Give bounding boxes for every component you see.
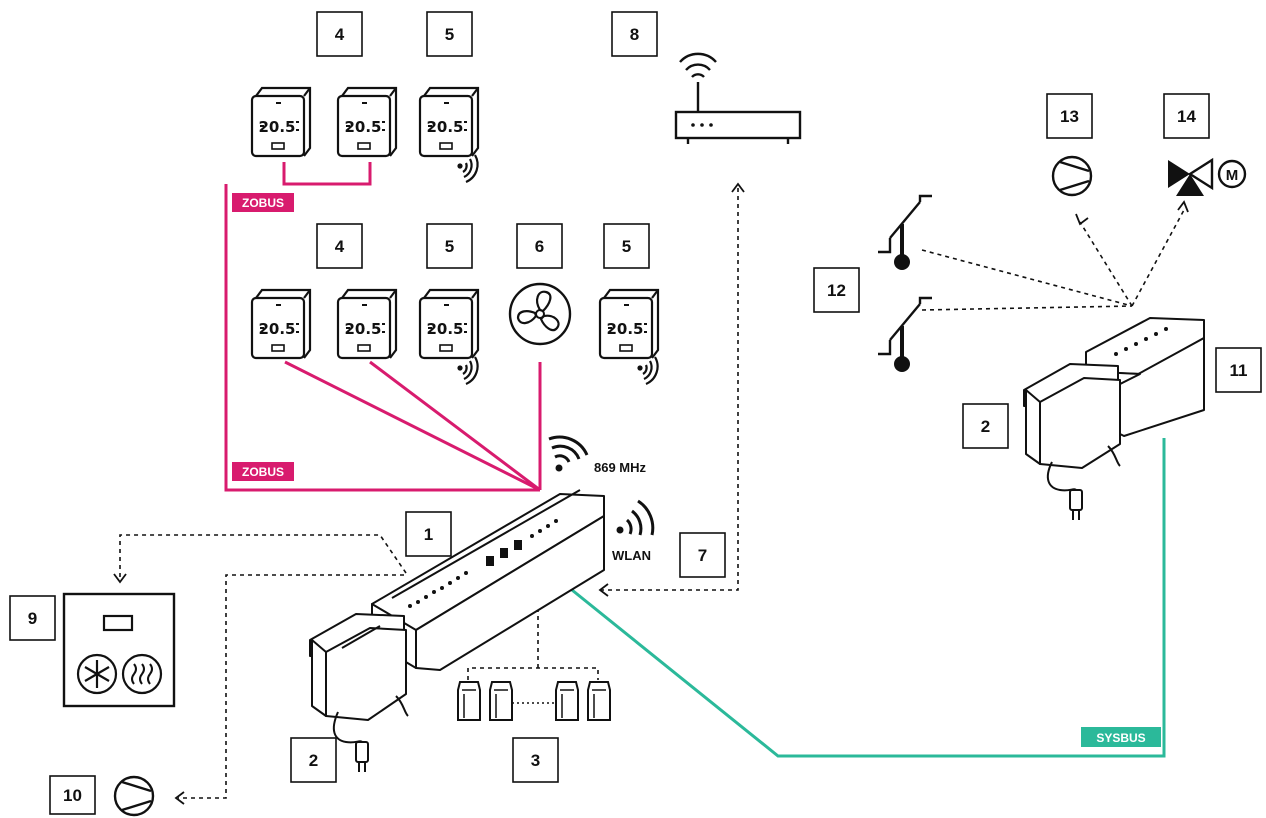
frequency-label: 869 MHz	[594, 460, 647, 475]
radio-waves-icon	[456, 355, 479, 386]
thermostat-wired-3: 20.5	[250, 288, 312, 360]
label-5-right: 5	[603, 223, 650, 269]
svg-text:20.5: 20.5	[426, 320, 463, 338]
thermostat-wireless-1: 20.5	[418, 86, 480, 184]
svg-text:14: 14	[1177, 107, 1196, 126]
svg-text:20.5: 20.5	[426, 118, 463, 136]
actuator-icon-1	[457, 681, 481, 721]
svg-text:5: 5	[445, 25, 454, 44]
temperature-sensor-icon-1	[876, 194, 934, 272]
svg-text:8: 8	[630, 25, 639, 44]
svg-text:2: 2	[309, 751, 318, 770]
label-4-top: 4	[316, 11, 363, 57]
number-labels: 4 5 8 4 5 6 5 1 7 9 2 3 10 13 14 12 11 2	[9, 11, 1262, 815]
arrowheads	[113, 182, 1189, 805]
label-10: 10	[49, 775, 96, 815]
thermostat-wired-4: 20.5	[336, 288, 398, 360]
svg-text:11: 11	[1230, 361, 1248, 380]
label-9: 9	[9, 595, 56, 641]
svg-text:1: 1	[424, 525, 433, 544]
fan-icon	[508, 282, 572, 346]
pump-icon-10	[113, 775, 155, 817]
svg-text:13: 13	[1060, 107, 1079, 126]
zobus-wiring	[224, 162, 542, 492]
svg-text:SYSBUS: SYSBUS	[1096, 731, 1145, 745]
svg-text:2: 2	[981, 417, 990, 436]
label-6: 6	[516, 223, 563, 269]
actuator-icon-2	[489, 681, 513, 721]
svg-text:10: 10	[63, 786, 82, 805]
svg-text:20.5: 20.5	[344, 320, 381, 338]
label-2-left: 2	[290, 737, 337, 783]
label-4-mid: 4	[316, 223, 363, 269]
controller-terminals	[408, 519, 558, 608]
svg-text:3: 3	[531, 751, 540, 770]
label-12: 12	[813, 267, 860, 313]
power-module-right	[1023, 363, 1121, 469]
pump-icon-13	[1051, 155, 1093, 197]
sysbus-tag: SYSBUS	[1081, 727, 1161, 747]
label-11: 11	[1215, 347, 1262, 393]
actuator-icon-3	[555, 681, 579, 721]
router-icon	[674, 52, 802, 144]
actuator-icon-4	[587, 681, 611, 721]
wlan-label: WLAN	[612, 548, 651, 563]
motor-icon: M	[1217, 159, 1247, 189]
svg-text:M: M	[1226, 167, 1239, 184]
svg-text:5: 5	[445, 237, 454, 256]
plug-icon-right	[1046, 445, 1121, 520]
svg-text:6: 6	[535, 237, 544, 256]
sysbus-wiring	[571, 438, 1166, 758]
label-14: 14	[1163, 93, 1210, 139]
extension-terminals	[1114, 327, 1168, 356]
radio-waves-icon	[636, 355, 659, 386]
heat-generator-icon	[62, 592, 176, 708]
svg-text:ZOBUS: ZOBUS	[242, 196, 284, 210]
plug-icon	[332, 695, 409, 772]
svg-text:20.5: 20.5	[606, 320, 643, 338]
label-2-right: 2	[962, 403, 1009, 449]
label-5-mid: 5	[426, 223, 473, 269]
valve-icon	[1168, 157, 1214, 196]
thermostat-wired-2: 20.5	[336, 86, 398, 158]
label-7: 7	[679, 532, 726, 578]
svg-text:20.5: 20.5	[258, 118, 295, 136]
label-1: 1	[405, 511, 452, 557]
temperature-sensor-icon-2	[876, 296, 934, 374]
svg-text:7: 7	[698, 546, 707, 565]
label-13: 13	[1046, 93, 1093, 139]
radio-869-icon	[548, 435, 589, 472]
thermostat-wired-1: 20.5	[250, 86, 312, 158]
radio-waves-icon	[456, 153, 479, 184]
zobus-tag-bottom: ZOBUS	[232, 462, 294, 481]
svg-text:20.5: 20.5	[258, 320, 295, 338]
svg-text:4: 4	[335, 237, 345, 256]
thermostat-wireless-3: 20.5	[598, 288, 660, 386]
dotted-connections	[119, 188, 1185, 799]
label-5-top: 5	[426, 11, 473, 57]
svg-text:4: 4	[335, 25, 345, 44]
svg-text:9: 9	[28, 609, 37, 628]
zobus-tag-top: ZOBUS	[232, 193, 294, 212]
svg-text:5: 5	[622, 237, 631, 256]
label-3: 3	[512, 737, 559, 783]
wlan-icon	[616, 499, 655, 536]
thermostat-wireless-2: 20.5	[418, 288, 480, 386]
svg-text:20.5: 20.5	[344, 118, 381, 136]
svg-text:ZOBUS: ZOBUS	[242, 465, 284, 479]
power-module-left	[309, 613, 407, 721]
svg-text:12: 12	[827, 281, 846, 300]
label-8: 8	[611, 11, 658, 57]
